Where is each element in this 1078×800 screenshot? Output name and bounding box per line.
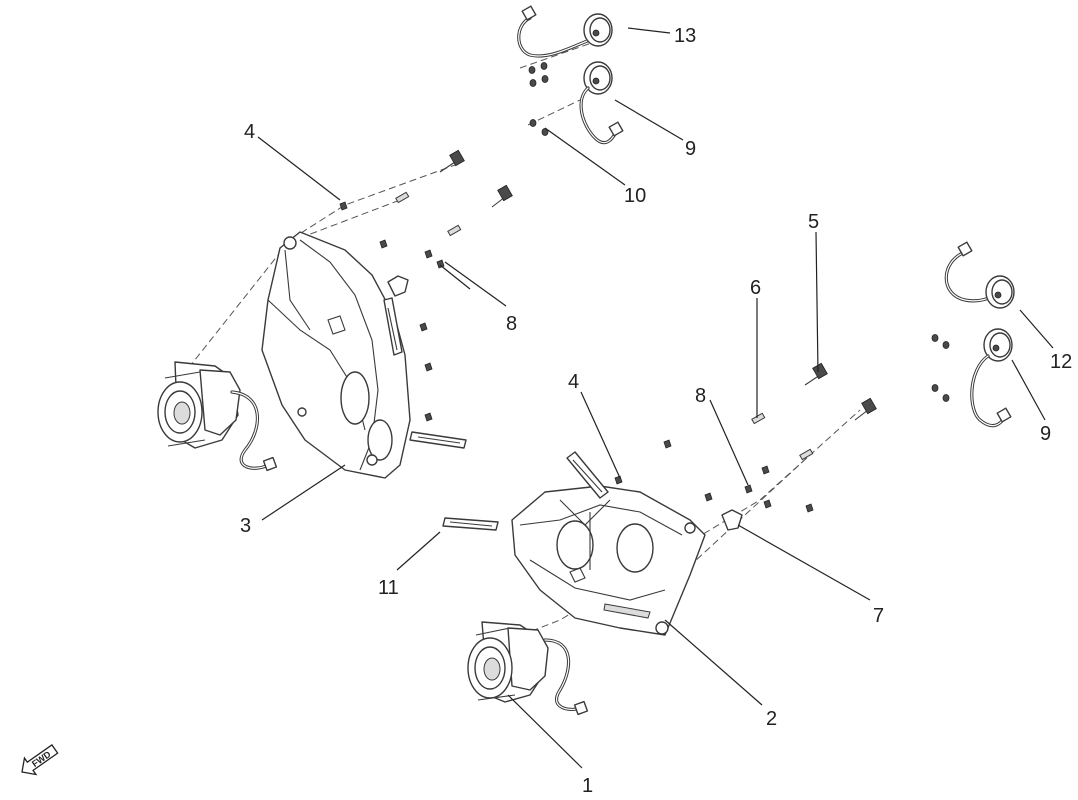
- callout-8-right: 8: [695, 385, 706, 407]
- callout-12: 12: [1050, 351, 1072, 373]
- callout-4-right: 4: [568, 371, 579, 393]
- left-headlight-housing: [261, 231, 411, 479]
- callout-3: 3: [240, 515, 251, 537]
- bulb-assembly-9-top: [579, 61, 624, 145]
- leader-lines: [257, 27, 1054, 769]
- callout-7: 7: [873, 605, 884, 627]
- callout-5: 5: [808, 211, 819, 233]
- callout-13: 13: [674, 25, 696, 47]
- bulb-assembly-13: [517, 5, 613, 58]
- bulb-assembly-9-right: [970, 328, 1013, 428]
- callout-1: 1: [582, 775, 593, 797]
- callout-labels: 3 4 8 13 9 10 5 6 4 8 7 11 2 1 12 9: [240, 25, 1072, 797]
- forward-arrow-icon: FWD: [21, 744, 59, 776]
- left-headlight-unit: [157, 361, 278, 472]
- callout-6: 6: [750, 277, 761, 299]
- foam-strips-11: [383, 297, 609, 531]
- callout-10: 10: [624, 185, 646, 207]
- grommets-10: [528, 62, 950, 402]
- right-headlight-unit: [467, 621, 589, 716]
- callout-9-right: 9: [1040, 423, 1051, 445]
- callout-2: 2: [766, 708, 777, 730]
- brackets-7: [387, 275, 743, 531]
- callout-9-top: 9: [685, 138, 696, 160]
- clips-8: [339, 201, 814, 513]
- bulb-assembly-12: [944, 241, 1015, 309]
- springs-6: [395, 191, 814, 461]
- right-headlight-housing: [511, 485, 706, 636]
- callout-11: 11: [378, 577, 399, 599]
- callout-8-left: 8: [506, 313, 517, 335]
- adjuster-screws-5: [439, 149, 877, 421]
- callout-4-left: 4: [244, 121, 255, 143]
